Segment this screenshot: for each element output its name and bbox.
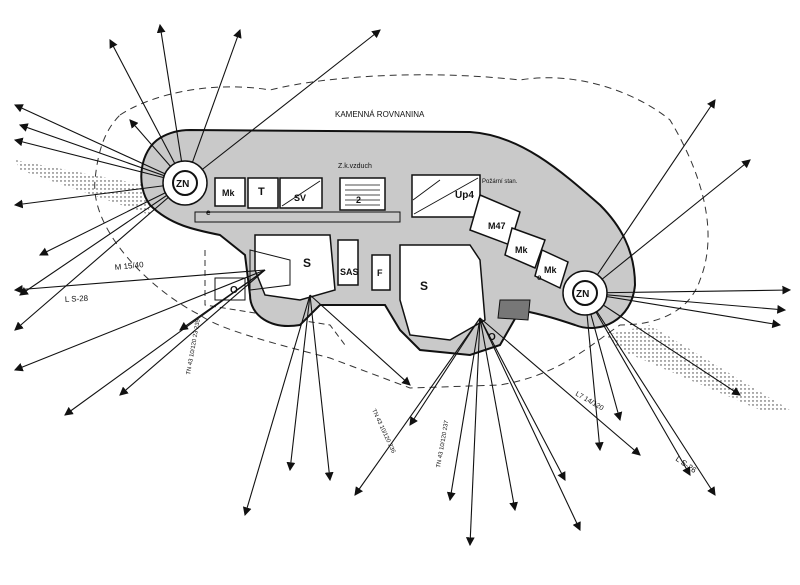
firing-ray-29 (479, 317, 518, 512)
firing-ray-17 (64, 269, 266, 416)
firing-ray-35 (584, 292, 691, 476)
sector-label-ls26: L S-26 (674, 454, 699, 475)
label-o-left: O (230, 285, 238, 296)
sector-label-m: M 15/40 (114, 260, 144, 272)
firing-ray-30 (584, 159, 751, 294)
sector-label-l7: L7 14/120 (574, 391, 605, 413)
label-mk-right-1: Mk (515, 245, 528, 255)
label-t: T (258, 186, 265, 198)
room-f (371, 254, 391, 291)
label-zn-right: ZN (576, 289, 589, 300)
label-zn-left: ZN (176, 179, 189, 190)
firing-ray-3 (14, 104, 186, 184)
label-s-left: S (303, 256, 311, 270)
label-o-right: O (488, 332, 496, 343)
room-sas (337, 239, 359, 286)
room-mk-right-2 (534, 248, 569, 290)
room-t (247, 177, 279, 209)
room-mk-right-1 (504, 227, 546, 270)
firing-ray-2 (109, 39, 186, 184)
firing-ray-32 (584, 285, 792, 295)
firing-ray-6 (184, 28, 242, 184)
firing-ray-15 (119, 269, 266, 396)
sector-label-tn-b: TN 43 10/120 236 (370, 408, 396, 455)
firing-ray-5 (13, 137, 186, 184)
firing-sector-rays (13, 23, 792, 547)
firing-ray-23 (409, 317, 481, 426)
firing-ray-11 (39, 182, 186, 256)
room-s-left (254, 234, 336, 301)
cupola-left (162, 160, 208, 206)
firing-ray-26 (479, 317, 566, 481)
firing-ray-13 (13, 269, 266, 294)
sector-label-ls28: L S-28 (65, 294, 89, 304)
firing-ray-1 (156, 23, 186, 184)
firing-ray-14 (13, 269, 266, 372)
firing-ray-31 (584, 99, 716, 294)
firing-ray-39 (584, 292, 604, 452)
corridor-label: Z.k.vzduch (338, 163, 372, 170)
label-n: 2 (356, 195, 361, 205)
top-right-note: Požární stan. (482, 179, 518, 185)
corridor-top (194, 211, 401, 223)
firing-ray-33 (584, 292, 787, 314)
label-e-right: e (537, 273, 542, 282)
firing-ray-22 (354, 317, 481, 496)
terrain-label: KAMENNÁ ROVNANINA (335, 110, 425, 119)
firing-ray-25 (446, 317, 481, 502)
firing-ray-27 (479, 317, 641, 456)
firing-ray-18 (242, 294, 311, 517)
firing-ray-20 (309, 294, 411, 386)
firing-ray-9 (13, 182, 186, 209)
dashed-perimeter (94, 74, 709, 389)
label-f: F (377, 268, 383, 278)
sv-diagonals (281, 177, 479, 215)
firing-ray-36 (584, 292, 741, 396)
firing-ray-10 (19, 182, 186, 296)
label-up4: Up4 (455, 190, 474, 201)
label-m47: M47 (488, 221, 506, 231)
concrete-body (140, 128, 637, 357)
sector-label-tn-a: TN 43 10/120 23 235 (186, 318, 202, 375)
firing-ray-4 (18, 123, 186, 184)
firing-ray-38 (584, 292, 716, 496)
label-mk-top-left: Mk (222, 188, 235, 198)
firing-ray-34 (584, 292, 782, 329)
sector-label-tn-c: TN 43 10/120 237 (436, 419, 450, 468)
label-sas: SAS (340, 267, 359, 277)
firing-ray-12 (14, 182, 186, 331)
dashed-inner-outline (204, 250, 346, 346)
label-mk-right-2: Mk (544, 265, 557, 275)
firing-ray-7 (184, 29, 381, 184)
label-s-right: S (420, 279, 428, 293)
firing-ray-21 (309, 294, 334, 482)
room-s-right (399, 244, 486, 341)
embrasure-right-block (497, 299, 531, 321)
label-sv: SV (294, 193, 306, 203)
firing-ray-24 (465, 317, 481, 547)
stair-hatching (345, 184, 380, 206)
firing-ray-19 (286, 294, 311, 472)
firing-ray-28 (479, 317, 581, 531)
room-mk-top-left (214, 177, 246, 207)
terrain-band-left (15, 160, 150, 215)
label-e-left: e (206, 208, 211, 217)
cupola-right (562, 270, 608, 316)
embrasure-left-block (249, 249, 291, 291)
